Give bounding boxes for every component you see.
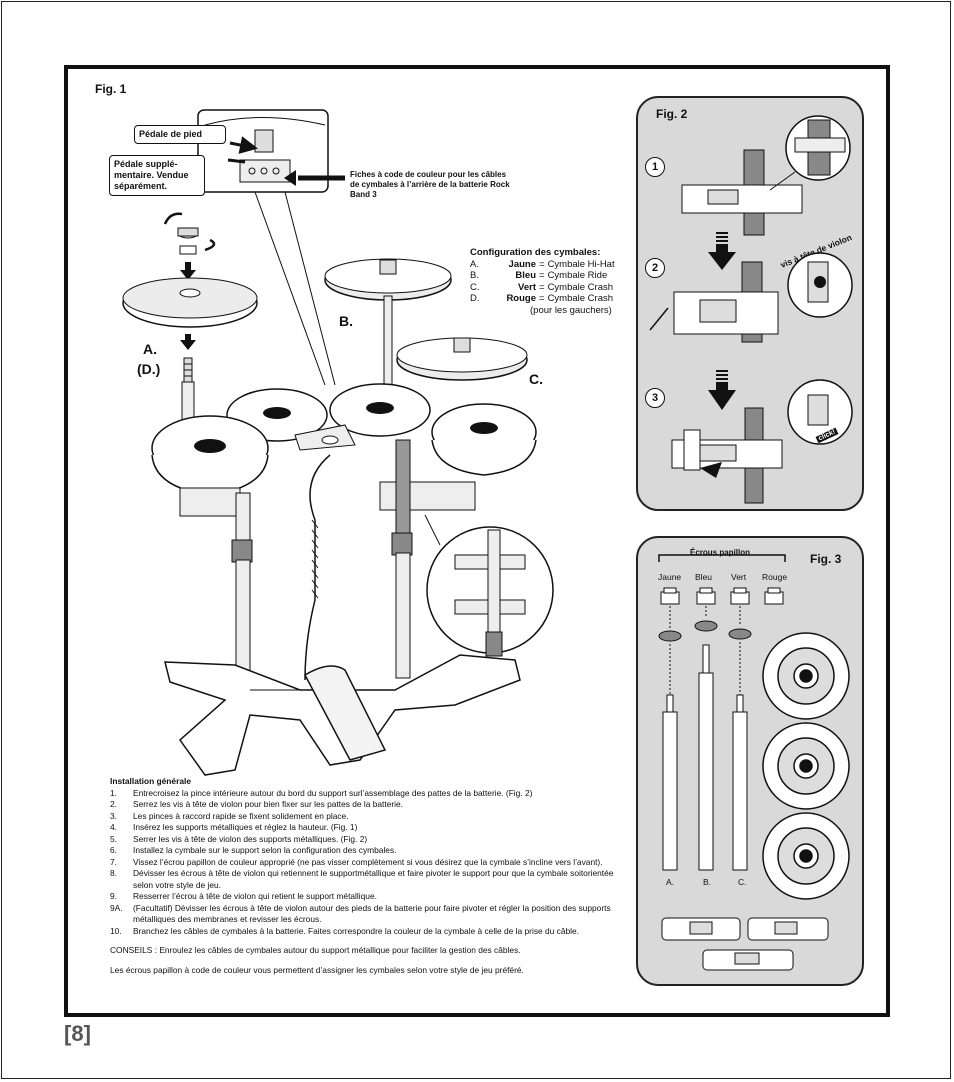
cfg-name: Cymbale Hi-Hat [547, 258, 615, 270]
step-number: 4. [110, 822, 117, 832]
step-number: 1. [110, 787, 117, 798]
label-c: C. [529, 371, 543, 387]
step-text: Entrecroisez la pince intérieure autour … [133, 787, 533, 798]
cfg-name: Cymbale Ride [547, 270, 608, 281]
step-text: Resserrer l’écrou à tête de violon qui r… [133, 891, 377, 901]
instruction-step: 10. Branchez les câbles de cymbales à la … [110, 926, 630, 938]
step-text: Serrez les vis à tête de violon pour bie… [133, 799, 404, 809]
page-number: [8] [64, 1021, 91, 1046]
label-b: B. [339, 313, 353, 329]
step-number: 8. [110, 868, 117, 878]
cfg-letter: B. [470, 270, 479, 281]
cymbal-config-row: A. Jaune = Cymbale Hi-Hat [470, 259, 615, 271]
step-text: Installez la cymbale sur le support selo… [133, 845, 397, 855]
fig2-step-1: 1 [645, 157, 665, 177]
step-text: Insérez les supports métalliques et régl… [133, 822, 358, 832]
cymbal-config-title: Configuration des cymbales: [470, 247, 601, 258]
cfg-color: Vert [518, 281, 536, 293]
step-number: 5. [110, 833, 117, 844]
cfg-eq: = [539, 258, 545, 270]
color-jaune: Jaune [658, 572, 682, 582]
cfg-letter: A. [470, 258, 479, 270]
cfg-color: Jaune [508, 258, 536, 270]
step-text: Serrer les vis à tête de violon des supp… [133, 833, 368, 844]
label-a: A. [143, 341, 157, 357]
instruction-step: 9. Resserrer l’écrou à tête de violon qui… [110, 891, 630, 903]
step-text: Dévisser les écrous à tête de violon qui… [133, 868, 614, 890]
callout-extra-pedal: Pédale supplé-mentaire. Vendue séparémen… [109, 155, 205, 196]
rod-a-label: A. [666, 877, 675, 887]
instructions-title: Installation générale [110, 776, 191, 786]
installation-instructions: Installation générale 1. Entrecroisez la … [110, 776, 630, 976]
cfg-letter: C. [470, 281, 480, 293]
cymbal-config-note: (pour les gauchers) [530, 304, 612, 316]
note-color-plugs: Fiches à code de couleur pour les câbles… [350, 170, 510, 199]
instruction-step: 2. Serrez les vis à tête de violon pour b… [110, 799, 630, 811]
step-number: 6. [110, 845, 117, 855]
color-vert: Vert [731, 572, 747, 582]
wingnuts-label: Écrous papillon [690, 548, 751, 557]
instruction-step: 1. Entrecroisez la pince intérieure autou… [110, 788, 630, 800]
cfg-eq: = [539, 281, 545, 293]
step-number: 10. [110, 925, 122, 936]
step-text: (Facultatif) Dévisser les écrous à tête … [133, 902, 611, 925]
cfg-name: Cymbale Crash [547, 293, 614, 304]
cymbal-config-row: B. Bleu = Cymbale Ride [470, 270, 615, 282]
page-number-value: 8 [71, 1021, 84, 1046]
instruction-step: 4. Insérez les supports métalliques et ré… [110, 822, 630, 834]
step-number: 9A. [110, 902, 123, 913]
cymbal-configuration: Configuration des cymbales: A. Jaune = C… [470, 247, 615, 316]
callout-foot-pedal: Pédale de pied [134, 125, 226, 144]
color-rouge: Rouge [762, 572, 788, 582]
label-d: (D.) [137, 361, 161, 377]
cfg-color: Rouge [506, 293, 536, 304]
cfg-eq: = [539, 293, 545, 304]
instructions-tips: CONSEILS : Enroulez les câbles de cymbal… [110, 945, 521, 955]
instruction-step: 7. Vissez l’écrou papillon de couleur app… [110, 857, 630, 869]
step-number: 9. [110, 891, 117, 901]
cymbal-config-row: C. Vert = Cymbale Crash [470, 282, 615, 294]
cymbal-config-row: D. Rouge = Cymbale Crash [470, 293, 615, 305]
cfg-color: Bleu [515, 270, 536, 281]
cfg-name: Cymbale Crash [547, 281, 614, 293]
fig2-label: Fig. 2 [656, 107, 688, 121]
rod-b-label: B. [703, 877, 712, 887]
instruction-step: 9A. (Facultatif) Dévisser les écrous à tê… [110, 903, 630, 926]
fig3-label: Fig. 3 [810, 552, 842, 566]
cfg-letter: D. [470, 293, 480, 304]
instruction-step: 8. Dévisser les écrous à tête de violon q… [110, 868, 630, 891]
fig2-step-2: 2 [645, 258, 665, 278]
instruction-step: 5. Serrer les vis à tête de violon des su… [110, 834, 630, 846]
instruction-step: 3. Les pinces à raccord rapide se fixent … [110, 811, 630, 823]
fig2-step-3: 3 [645, 388, 665, 408]
step-number: 3. [110, 810, 117, 821]
cfg-eq: = [539, 270, 545, 281]
instruction-step: 6. Installez la cymbale sur le support se… [110, 845, 630, 857]
fig1-label: Fig. 1 [95, 82, 127, 96]
step-number: 2. [110, 799, 117, 809]
step-text: Vissez l’écrou papillon de couleur appro… [133, 856, 603, 867]
rod-c-label: C. [738, 877, 747, 887]
instructions-closing: Les écrous papillon à code de couleur vo… [110, 964, 524, 975]
step-text: Les pinces à raccord rapide se fixent so… [133, 810, 349, 821]
step-number: 7. [110, 856, 117, 867]
color-bleu: Bleu [695, 572, 713, 582]
step-text: Branchez les câbles de cymbales à la bat… [133, 925, 579, 936]
